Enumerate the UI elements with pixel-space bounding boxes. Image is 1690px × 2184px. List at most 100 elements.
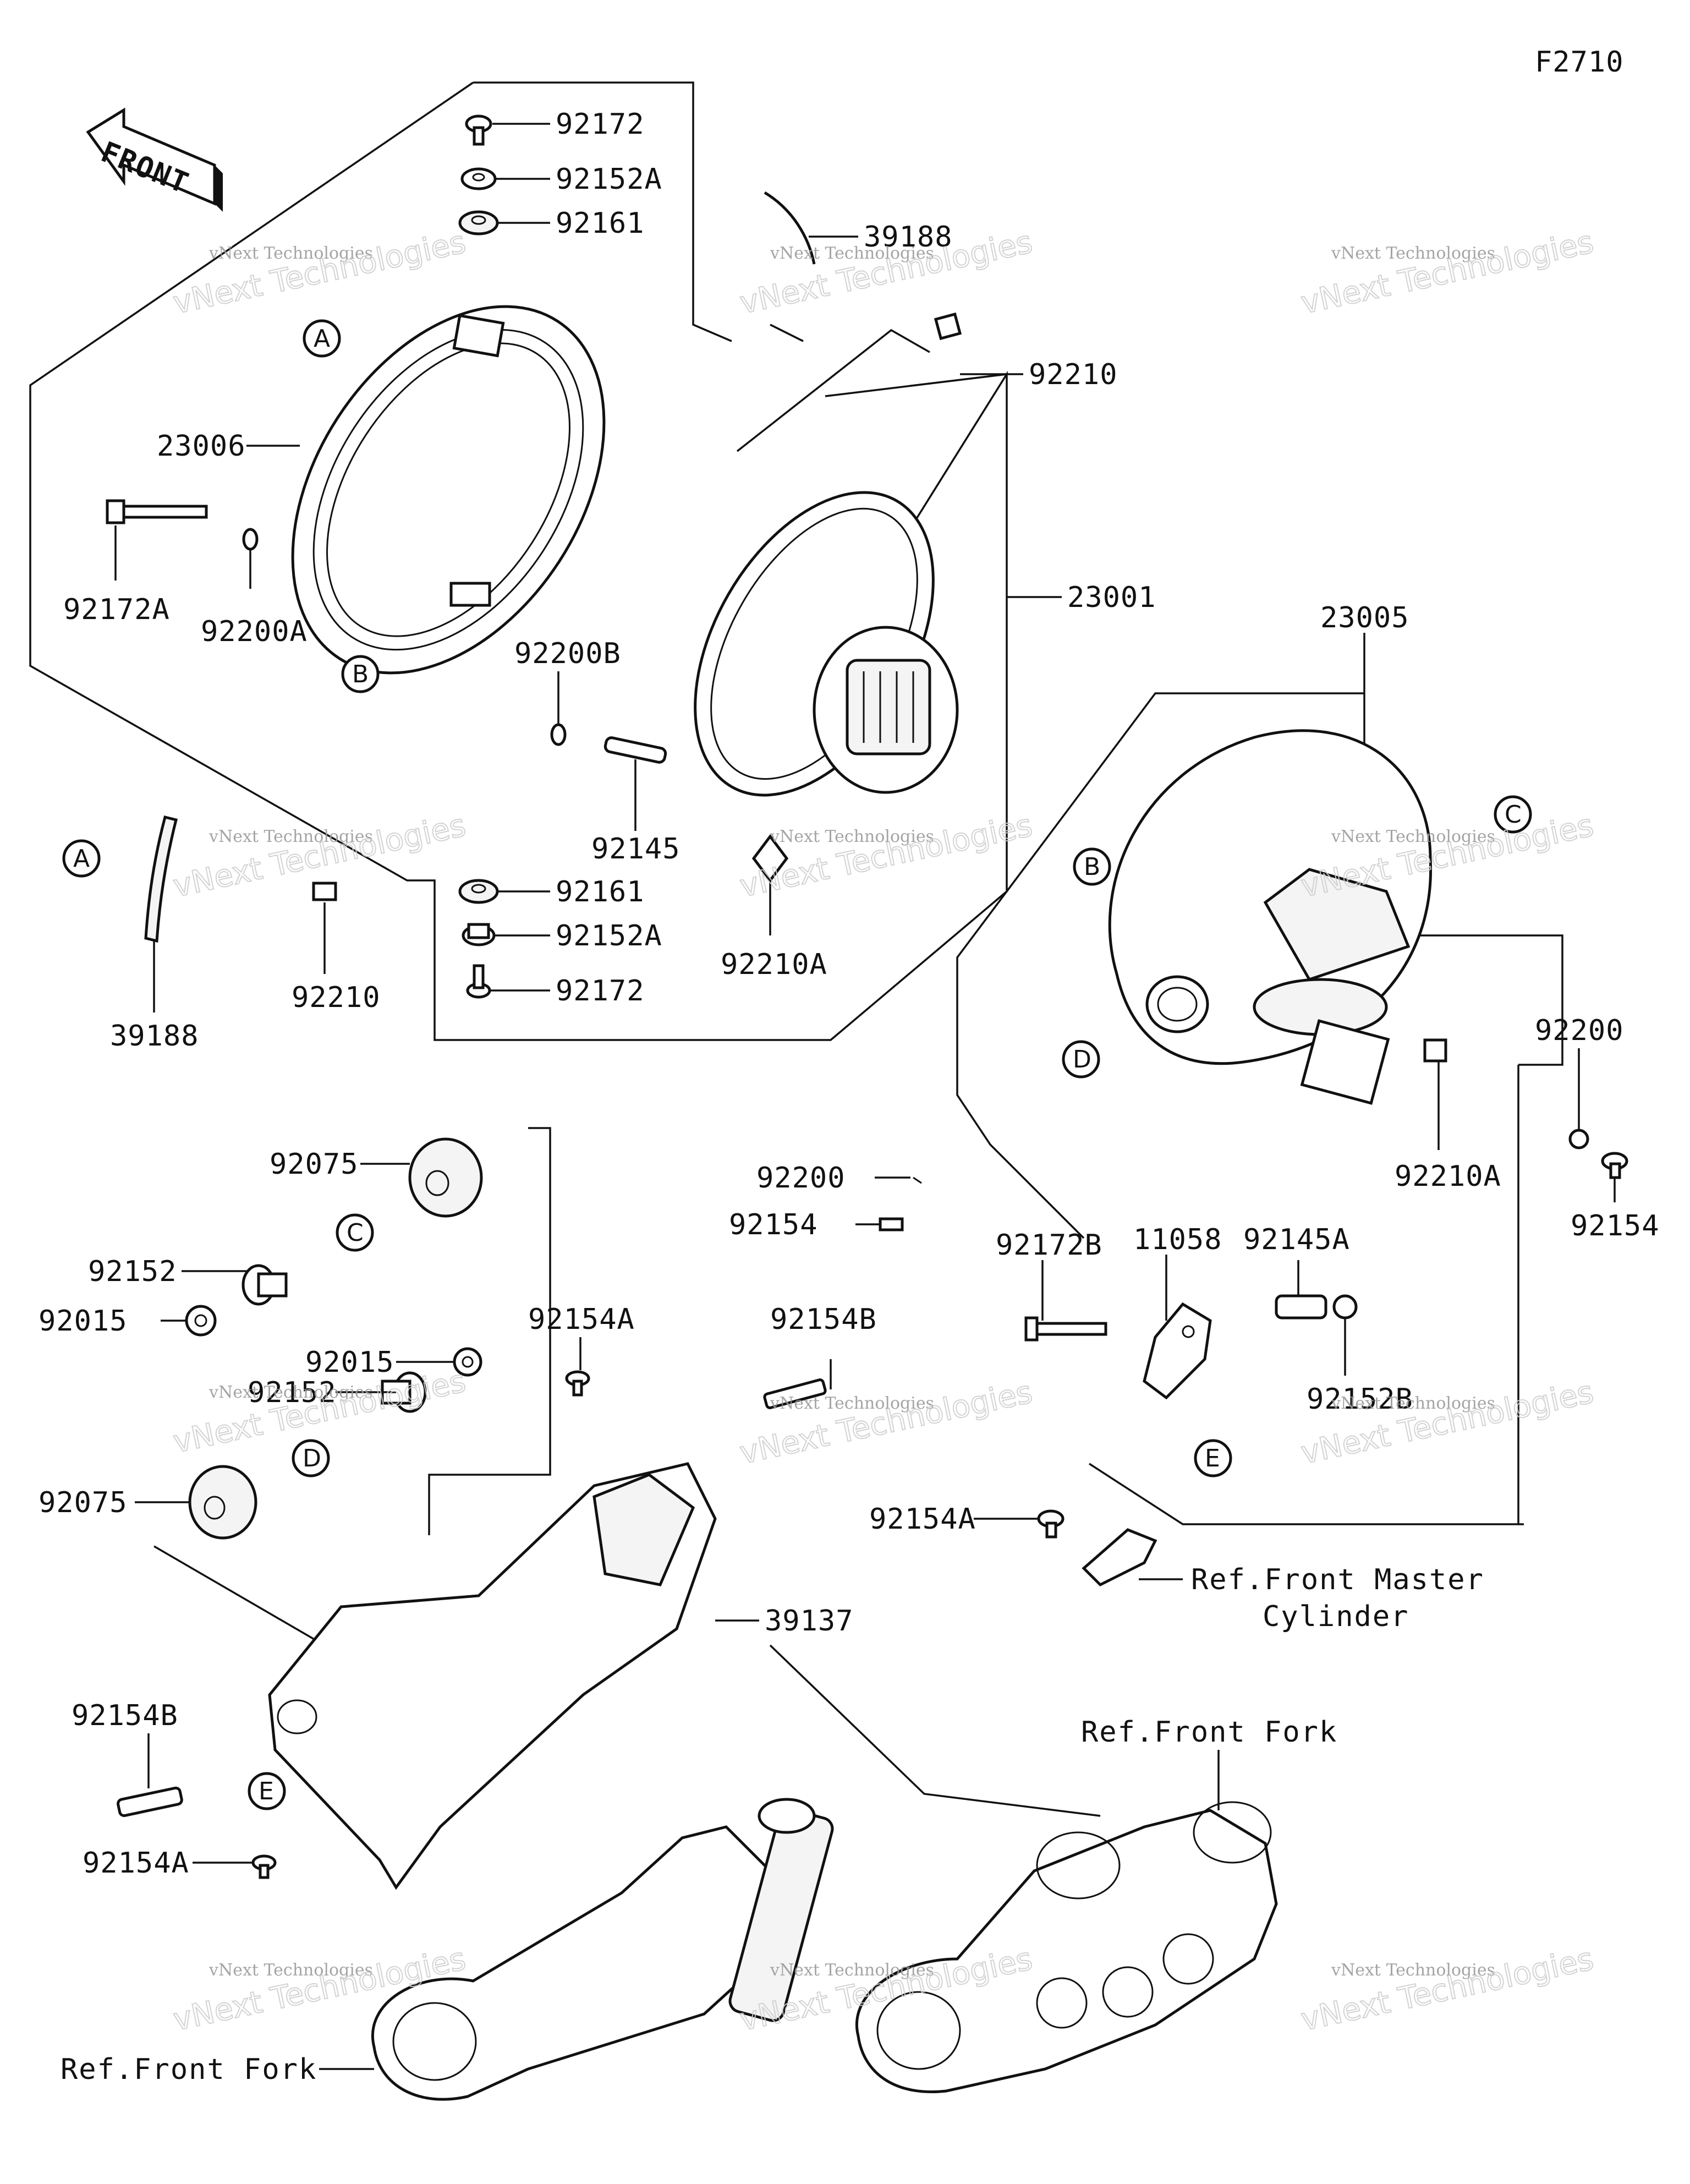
- watermark-line1: vNext Technologies: [770, 1394, 934, 1413]
- washer-92200-left: [913, 1176, 922, 1184]
- callout-d-bracket: D: [303, 1444, 321, 1473]
- part-label: 92075: [39, 1486, 128, 1519]
- master-cylinder-clamp: [1082, 1528, 1157, 1587]
- part-label: 92145: [591, 833, 681, 866]
- part-label: 92200A: [201, 615, 308, 648]
- part-label: 92210: [1029, 358, 1118, 391]
- screw-92154-left: [879, 1217, 904, 1231]
- washer-92200-right: [1568, 1129, 1589, 1150]
- part-label: 23001: [1067, 581, 1156, 614]
- screw-92154-right: [1601, 1152, 1628, 1179]
- watermark-line1: vNext Technologies: [770, 244, 934, 263]
- part-label: 92075: [270, 1148, 359, 1181]
- watermark-line1: vNext Technologies: [1331, 244, 1495, 263]
- nut-92015-top: [185, 1305, 217, 1337]
- part-label: 92210A: [721, 948, 827, 981]
- watermark-line2: vNext Technologies: [1298, 225, 1596, 321]
- part-label: 92154: [729, 1208, 818, 1241]
- part-label: 92161: [556, 875, 645, 908]
- callout-c-bracket: C: [347, 1219, 364, 1247]
- watermark-line1: vNext Technologies: [1331, 1394, 1495, 1413]
- assembly-outline-bracket: [153, 1127, 1101, 1817]
- part-label: 39188: [864, 221, 953, 254]
- washer-92152B: [1332, 1294, 1358, 1320]
- part-label: 92210: [292, 981, 381, 1014]
- cable-39188: [764, 191, 816, 265]
- part-label: 92172A: [63, 593, 170, 626]
- part-label: 39137: [765, 1605, 854, 1638]
- part-labels: 92172 92152A 92161 39188 92210 23006 921…: [39, 108, 1660, 1880]
- screw-92172-bottom: [466, 964, 491, 999]
- part-label: 11058: [1133, 1223, 1222, 1256]
- part-label: 92161: [556, 207, 645, 240]
- spring-92145A: [1275, 1294, 1327, 1320]
- bolt-92154B-lower: [117, 1786, 183, 1818]
- spring-92145: [603, 736, 667, 764]
- upper-fork-clamp: [855, 1801, 1278, 2093]
- part-label: 23005: [1320, 601, 1409, 634]
- reference-labels: Ref.Front Master Cylinder Ref.Front Fork…: [61, 1563, 1483, 2086]
- watermark-line1: vNext Technologies: [208, 244, 373, 263]
- part-label: 92152B: [1307, 1383, 1413, 1416]
- part-label: 92154A: [869, 1503, 976, 1536]
- watermark-line2: vNext Technologies: [170, 225, 469, 321]
- part-label: 92172: [556, 975, 645, 1008]
- part-label: 92200: [756, 1162, 846, 1195]
- nut-92210-top: [934, 312, 962, 341]
- part-label: 23006: [157, 430, 246, 463]
- headlight-unit: [694, 491, 959, 797]
- part-label: 92210A: [1395, 1160, 1501, 1193]
- watermark-line1: vNext Technologies: [770, 1961, 934, 1980]
- part-label: 92154A: [528, 1303, 635, 1336]
- callout-e-bracket: E: [259, 1777, 274, 1805]
- clip-92210A: [751, 834, 789, 883]
- part-label: 92154A: [83, 1847, 189, 1880]
- watermark-line1: vNext Technologies: [208, 1383, 373, 1402]
- part-label: 92145A: [1243, 1223, 1350, 1256]
- washer-92152A-bottom: [462, 923, 496, 946]
- watermark-line1: vNext Technologies: [770, 827, 934, 846]
- bolt-92172B: [1024, 1316, 1107, 1342]
- watermark-line1: vNext Technologies: [208, 1961, 373, 1980]
- strip-39188: [144, 815, 178, 943]
- part-label: 92154: [1571, 1209, 1660, 1242]
- callout-a-strip: A: [73, 845, 90, 873]
- screw-92154A-clamp: [1037, 1509, 1065, 1539]
- headlight-housing: [1108, 729, 1433, 1105]
- watermark-line1: vNext Technologies: [208, 827, 373, 846]
- ref-master-cylinder-line2: Cylinder: [1263, 1600, 1409, 1633]
- watermark-line1: vNext Technologies: [1331, 827, 1495, 846]
- callout-b-housing: B: [1084, 853, 1100, 881]
- callout-letters: A B A C B D C D E E: [73, 325, 1522, 1805]
- part-label: 92152A: [556, 163, 662, 196]
- clip-92210A-housing: [1423, 1038, 1447, 1063]
- rubber-damper-92075-top: [408, 1137, 483, 1218]
- screw-92172-top: [465, 114, 492, 146]
- rubber-damper-92075-bottom: [188, 1465, 257, 1540]
- part-label: 92154B: [770, 1303, 877, 1336]
- part-label: 92200B: [514, 637, 621, 670]
- part-label: 92200: [1535, 1014, 1624, 1047]
- clip-92210: [312, 882, 337, 901]
- callout-d-housing: D: [1073, 1046, 1091, 1074]
- callout-e-housing: E: [1205, 1444, 1220, 1473]
- screw-92154A-lower: [251, 1854, 277, 1879]
- headlight-bracket: [268, 1462, 717, 1890]
- callout-circles: [62, 319, 1532, 1810]
- lower-fork-clamp: [371, 1798, 834, 2101]
- washer-92200B: [550, 723, 567, 746]
- assembly-outline-headlight: [29, 81, 1008, 1041]
- grommet-92161-bottom: [458, 879, 499, 904]
- front-arrow-icon: FRONT: [86, 107, 223, 212]
- callout-a-top: A: [314, 325, 330, 353]
- washer-92200A: [242, 528, 259, 551]
- callout-b-top: B: [352, 660, 369, 688]
- part-label: 92172B: [996, 1229, 1102, 1262]
- callout-c-housing: C: [1505, 801, 1522, 829]
- part-label: 92152: [88, 1255, 177, 1288]
- headlight-rim: [291, 305, 606, 675]
- bolt-92154B-bracket: [763, 1378, 827, 1409]
- washer-92152A-top: [460, 167, 497, 190]
- grommet-92161-top: [458, 210, 499, 236]
